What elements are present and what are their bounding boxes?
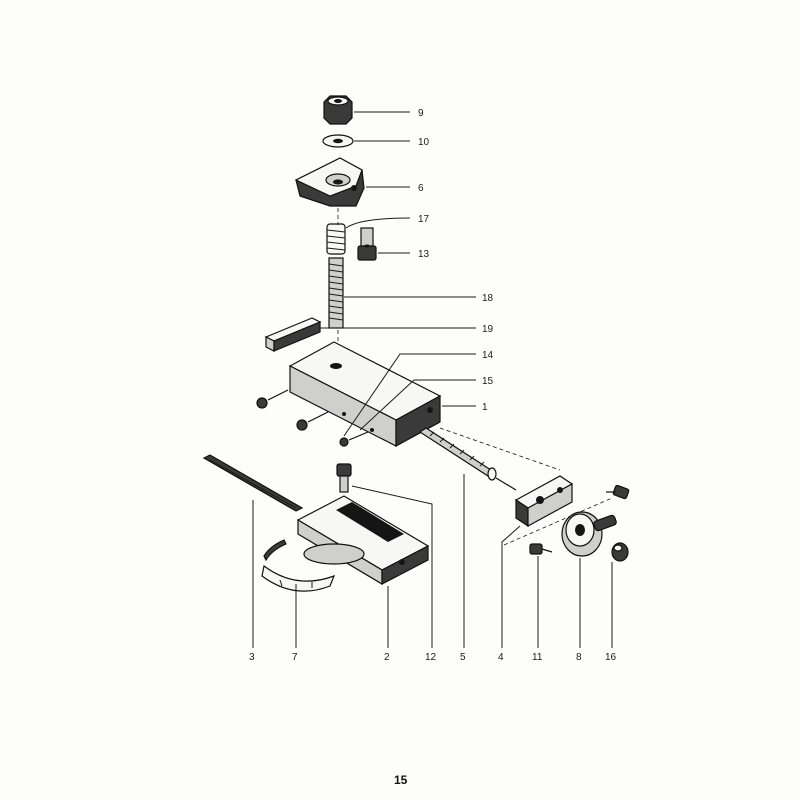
callout-2: 2 — [384, 652, 390, 663]
part-10-washer — [322, 134, 354, 148]
callout-17: 17 — [418, 214, 430, 225]
part-7-scale-arc — [261, 539, 336, 592]
callout-14: 14 — [482, 350, 494, 361]
callout-5: 5 — [460, 652, 466, 663]
callout-6: 6 — [418, 183, 424, 194]
callout-8: 8 — [576, 652, 582, 663]
callout-10: 10 — [418, 137, 430, 148]
part-9-hex-nut — [323, 95, 353, 125]
callout-11: 11 — [532, 652, 543, 663]
part-3-gib-strip — [202, 454, 304, 512]
part-18-threaded-stud — [328, 257, 344, 329]
callout-19: 19 — [482, 324, 494, 335]
callout-4: 4 — [498, 652, 504, 663]
part-12-cap-screw — [336, 463, 352, 493]
screw-axis-line — [439, 427, 561, 471]
callout-15: 15 — [482, 376, 494, 387]
part-13-cap-screw — [357, 227, 377, 261]
part-17-spring — [326, 223, 346, 255]
page-number: 15 — [394, 773, 408, 787]
callout-9: 9 — [418, 108, 424, 119]
bracket-axis-line — [503, 497, 613, 546]
part-4-end-bracket — [514, 475, 574, 528]
callout-7: 7 — [292, 652, 298, 663]
callout-13: 13 — [418, 249, 430, 260]
callout-1: 1 — [482, 402, 488, 413]
part-5-lead-screw — [418, 427, 517, 491]
part-1-body-block — [288, 341, 442, 448]
callout-16: 16 — [605, 652, 617, 663]
body-side-screws — [256, 389, 369, 447]
part-11-screw — [529, 543, 553, 555]
callout-labels: 9 10 6 17 13 18 19 14 15 1 3 7 2 12 5 4 … — [249, 108, 617, 663]
bracket-cap-screw — [606, 484, 630, 500]
callout-12: 12 — [425, 652, 437, 663]
part-19-key-bar — [264, 317, 322, 352]
callout-leaders — [252, 111, 613, 648]
part-2-slide-base — [296, 495, 430, 586]
part-8-hand-wheel — [561, 511, 617, 557]
part-16-handle-knob — [611, 542, 629, 562]
part-6-clamp-plate — [294, 157, 365, 207]
callout-18: 18 — [482, 293, 494, 304]
callout-3: 3 — [249, 652, 255, 663]
